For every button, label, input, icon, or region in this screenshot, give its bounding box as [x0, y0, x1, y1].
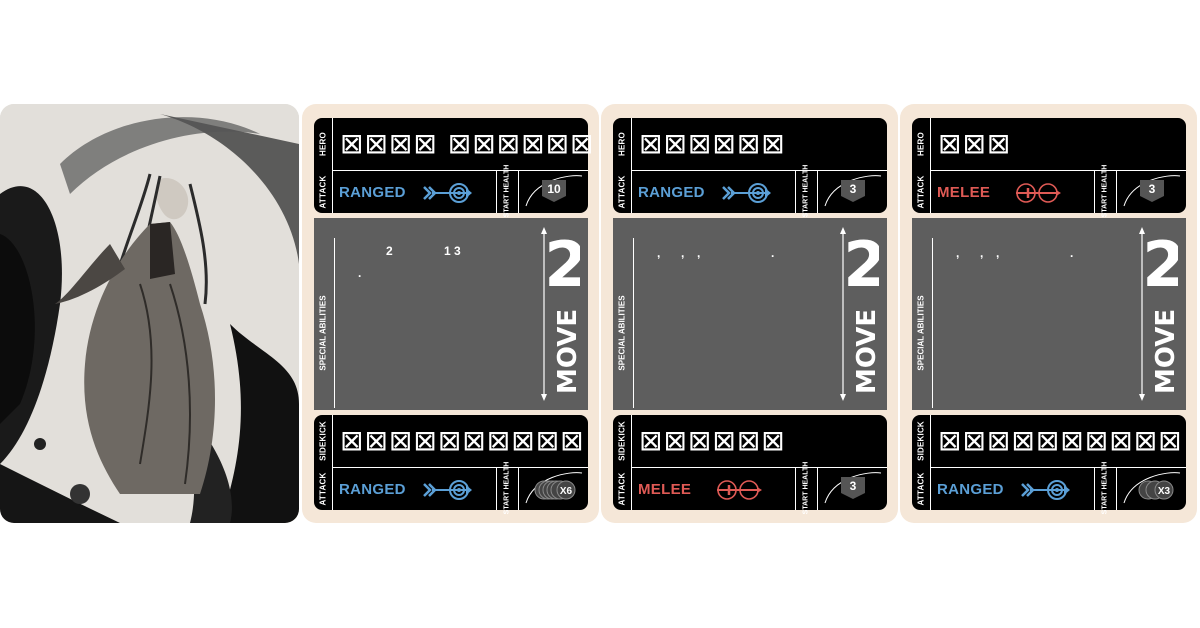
ability-text-fragment: . — [1070, 246, 1074, 260]
hero-panel: HERO ATTACK ⊠⊠⊠⊠⊠⊠ RANGED START HEALTH 3 — [613, 118, 887, 218]
sidekick-label: SIDEKICK — [916, 421, 926, 461]
sidekick-name: ⊠⊠⊠⊠⊠⊠⊠⊠⊠⊠ — [340, 423, 585, 457]
sidekick-attack-type: RANGED — [937, 481, 1004, 498]
hero-panel: HERO ATTACK ⊠⊠⊠ MELEE START HEALTH 3 — [912, 118, 1186, 218]
sidekick-label: SIDEKICK — [318, 421, 328, 461]
sidekick-attack-type: RANGED — [339, 481, 406, 498]
move-label: MOVE — [852, 309, 879, 394]
hero-label: HERO — [916, 132, 926, 156]
move-value: 2 — [544, 228, 580, 301]
melee-sword-icon — [1016, 183, 1061, 203]
move-value: 2 — [1142, 228, 1178, 301]
move-value: 2 — [843, 228, 879, 301]
ability-text-fragment: . — [771, 246, 775, 260]
move-label: MOVE — [1151, 309, 1178, 394]
sidekick-health-value: X6 — [560, 486, 573, 497]
ranged-arrow-target-icon — [722, 183, 771, 203]
special-abilities-label: SPECIAL ABILITIES — [318, 295, 328, 371]
melee-sword-icon — [717, 480, 762, 500]
ability-text-fragment: , — [697, 246, 701, 260]
attack-label: ATTACK — [318, 472, 328, 505]
hero-label: HERO — [617, 132, 627, 156]
hero-name: ⊠⊠⊠ — [938, 126, 1012, 160]
special-abilities-panel: SPECIAL ABILITIES 2 1 3 . 2 MOVE — [314, 218, 588, 410]
start-health-label: START HEALTH — [503, 164, 511, 218]
ability-text-fragment: , — [980, 246, 984, 260]
hero-health-value: 3 — [1149, 182, 1156, 196]
hero-health-value: 3 — [850, 182, 857, 196]
special-abilities-panel: SPECIAL ABILITIES , , , . 2 MOVE — [613, 218, 887, 410]
ability-text-fragment: , — [996, 246, 1000, 260]
hero-health: 10 — [524, 172, 584, 208]
ranged-arrow-target-icon — [423, 480, 472, 500]
character-card-1: HERO ATTACK ⊠⊠⊠⊠ ⊠⊠⊠⊠⊠⊠ RANGED START HEA… — [302, 104, 599, 523]
sidekick-attack-type: MELEE — [638, 481, 692, 498]
character-card-3: HERO ATTACK ⊠⊠⊠ MELEE START HEALTH 3 — [900, 104, 1197, 523]
hero-name: ⊠⊠⊠⊠⊠⊠ — [639, 126, 786, 160]
sidekick-panel: SIDEKICK ATTACK ⊠⊠⊠⊠⊠⊠ MELEE START HEALT… — [613, 415, 887, 515]
sidekick-health: X3 — [1122, 469, 1182, 505]
hero-health: 3 — [823, 172, 883, 208]
ability-text-fragment: , — [681, 246, 685, 260]
hero-panel: HERO ATTACK ⊠⊠⊠⊠ ⊠⊠⊠⊠⊠⊠ RANGED START HEA… — [314, 118, 594, 218]
hero-health-value: 10 — [547, 182, 561, 196]
move-stat: 2 MOVE — [839, 224, 887, 402]
sidekick-health-value: X3 — [1158, 486, 1171, 497]
sidekick-health-value: 3 — [850, 479, 857, 493]
move-label: MOVE — [553, 309, 580, 394]
move-stat: 2 MOVE — [540, 224, 588, 402]
hero-illustration — [0, 104, 299, 523]
sidekick-name: ⊠⊠⊠⊠⊠⊠ — [639, 423, 786, 457]
special-abilities-label: SPECIAL ABILITIES — [916, 295, 926, 371]
sidekick-name: ⊠⊠⊠⊠⊠⊠⊠⊠⊠⊠ — [938, 423, 1183, 457]
ability-text-fragment: , — [657, 246, 661, 260]
hero-artwork-card — [0, 104, 299, 523]
sidekick-health: 3 — [823, 469, 883, 505]
start-health-label: START HEALTH — [1101, 164, 1109, 218]
special-abilities-panel: SPECIAL ABILITIES , , , . 2 MOVE — [912, 218, 1186, 410]
ranged-arrow-target-icon — [423, 183, 472, 203]
attack-label: ATTACK — [318, 175, 328, 208]
hero-attack-type: MELEE — [937, 184, 991, 201]
sidekick-health: X6 — [524, 469, 584, 505]
start-health-label: START HEALTH — [802, 164, 810, 218]
special-abilities-label: SPECIAL ABILITIES — [617, 295, 627, 371]
start-health-label: START HEALTH — [1101, 461, 1109, 515]
sidekick-label: SIDEKICK — [617, 421, 627, 461]
hero-health: 3 — [1122, 172, 1182, 208]
ranged-arrow-target-icon — [1021, 480, 1070, 500]
start-health-label: START HEALTH — [802, 461, 810, 515]
character-card-2: HERO ATTACK ⊠⊠⊠⊠⊠⊠ RANGED START HEALTH 3 — [601, 104, 898, 523]
attack-label: ATTACK — [916, 175, 926, 208]
attack-label: ATTACK — [916, 472, 926, 505]
hero-attack-type: RANGED — [339, 184, 406, 201]
start-health-label: START HEALTH — [503, 461, 511, 515]
hero-name: ⊠⊠⊠⊠ ⊠⊠⊠⊠⊠⊠ — [340, 126, 595, 160]
sidekick-panel: SIDEKICK ATTACK ⊠⊠⊠⊠⊠⊠⊠⊠⊠⊠ RANGED START … — [314, 415, 588, 515]
ability-text-fragment: . — [358, 266, 362, 280]
hero-attack-type: RANGED — [638, 184, 705, 201]
attack-label: ATTACK — [617, 175, 627, 208]
ability-text-fragment: , — [956, 246, 960, 260]
move-stat: 2 MOVE — [1138, 224, 1186, 402]
hero-label: HERO — [318, 132, 328, 156]
sidekick-panel: SIDEKICK ATTACK ⊠⊠⊠⊠⊠⊠⊠⊠⊠⊠ RANGED START … — [912, 415, 1186, 515]
ability-text-fragment: 1 3 — [444, 244, 461, 258]
ability-text-fragment: 2 — [386, 244, 393, 258]
attack-label: ATTACK — [617, 472, 627, 505]
